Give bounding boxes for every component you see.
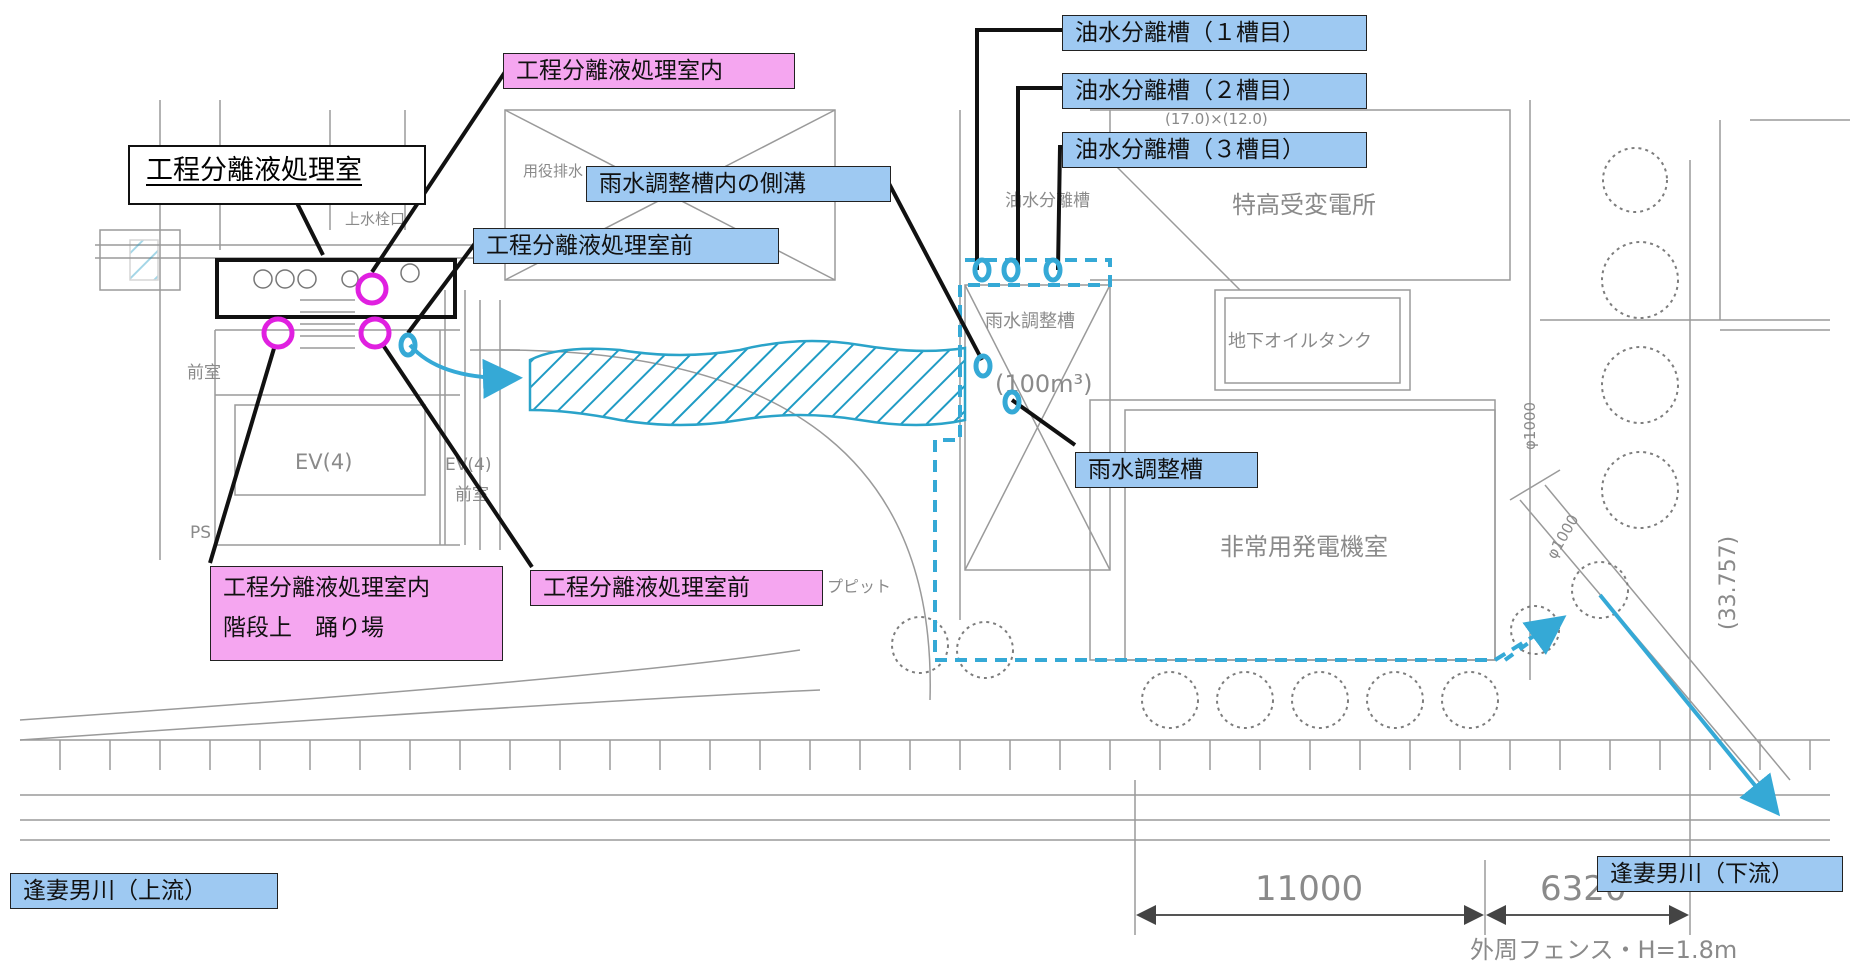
equipment-row — [253, 263, 420, 289]
label-stair-landing[interactable]: 工程分離液処理室内 階段上 踊り場 — [210, 566, 503, 661]
front-room-text: 前室 — [187, 363, 221, 383]
shrubs — [891, 147, 1679, 729]
label-stair-landing-line1: 工程分離液処理室内 — [223, 575, 430, 601]
marker-room-inside[interactable] — [355, 272, 389, 306]
oil-separator-text: 油水分離槽 — [1005, 191, 1090, 211]
marker-stair-landing[interactable] — [261, 316, 295, 350]
magenta-markers — [261, 272, 392, 350]
label-oil-3[interactable]: 油水分離槽（３槽目） — [1062, 132, 1367, 168]
label-room-front-lower[interactable]: 工程分離液処理室前 — [530, 570, 823, 606]
ps-text: PS — [190, 523, 211, 543]
label-room-front-upper[interactable]: 工程分離液処理室前 — [473, 228, 779, 264]
drain-text: 用役排水 — [523, 162, 583, 180]
marker-oil-3[interactable] — [1043, 257, 1063, 283]
flow-hatched-channel — [528, 339, 967, 427]
label-side-ditch[interactable]: 雨水調整槽内の側溝 — [586, 166, 891, 202]
marker-side-ditch[interactable] — [973, 353, 993, 379]
marker-retention-tank[interactable] — [1002, 389, 1022, 415]
generator-text: 非常用発電機室 — [1220, 533, 1388, 561]
pit-text: プピット — [827, 577, 891, 596]
top-dim-text: (17.0)×(12.0) — [1165, 110, 1268, 128]
flow-arrow-to-channel — [408, 343, 523, 399]
side-dim-text: (33.757) — [1716, 536, 1741, 630]
marker-oil-2[interactable] — [1001, 257, 1021, 283]
road-ticks — [59, 740, 1811, 770]
label-stair-landing-line2: 階段上 踊り場 — [223, 615, 384, 641]
processing-room-frame — [215, 258, 457, 319]
label-river-upstream[interactable]: 逢妻男川（上流） — [10, 873, 278, 909]
retention-tank-text: 雨水調整槽 — [985, 311, 1075, 332]
ev-main-text: EV(4) — [295, 450, 352, 474]
label-oil-1[interactable]: 油水分離槽（１槽目） — [1062, 15, 1367, 51]
processing-room-title-text: 工程分離液処理室 — [146, 155, 362, 186]
label-oil-2[interactable]: 油水分離槽（２槽目） — [1062, 73, 1367, 109]
ev-side-text: EV(4) — [445, 455, 491, 475]
marker-oil-1[interactable] — [972, 257, 992, 283]
fence-text: 外周フェンス・H=1.8m — [1470, 936, 1737, 961]
label-room-inside[interactable]: 工程分離液処理室内 — [503, 53, 795, 89]
label-river-downstream[interactable]: 逢妻男川（下流） — [1597, 856, 1843, 892]
cyan-markers — [398, 257, 1063, 415]
marker-room-front[interactable] — [358, 316, 392, 350]
marker-front-outside[interactable] — [398, 332, 418, 358]
downstream-flow-arrow — [1598, 593, 1781, 817]
pipe-label-2: φ1000 — [1543, 511, 1583, 562]
dashed-flow-stub — [1503, 615, 1567, 662]
pipe-label-1: φ1000 — [1521, 402, 1539, 450]
processing-room-title: 工程分離液処理室 — [128, 145, 426, 205]
oil-tank-text: 地下オイルタンク — [1228, 331, 1372, 352]
faucet-text: 上水栓口 — [345, 210, 405, 228]
substation-text: 特高受変電所 — [1232, 191, 1376, 219]
dim-11000-text: 11000 — [1255, 869, 1363, 909]
label-retention-tank[interactable]: 雨水調整槽 — [1075, 452, 1258, 488]
